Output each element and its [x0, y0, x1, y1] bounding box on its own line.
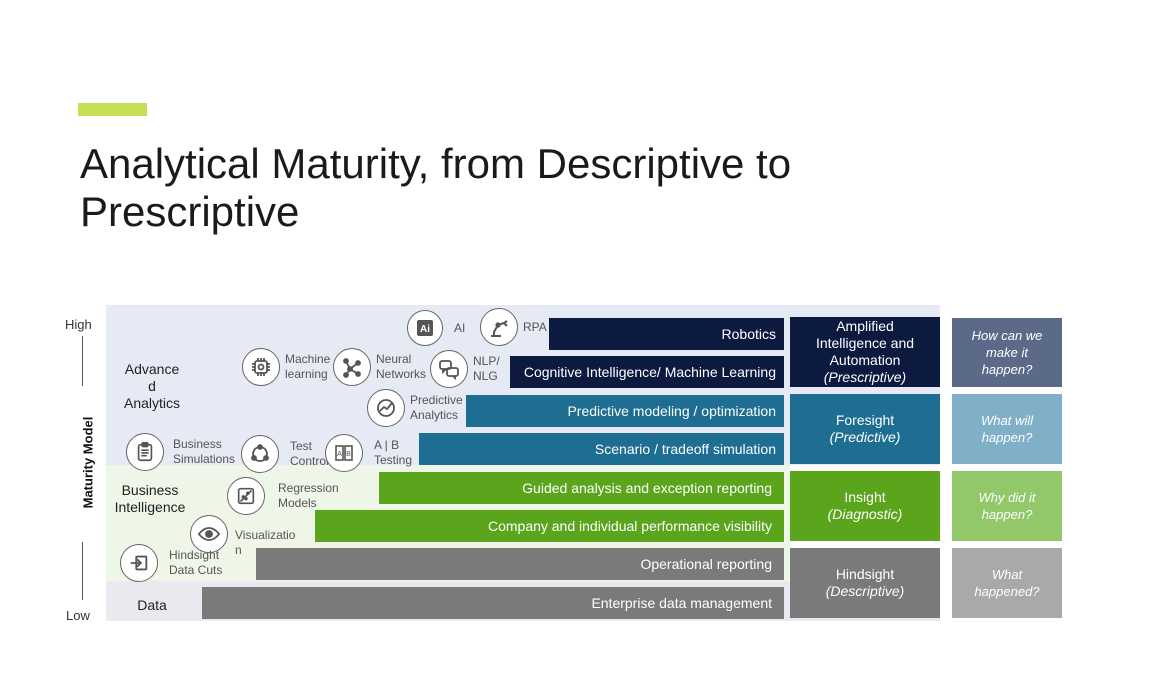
stage-hindsight-sub: (Descriptive): [825, 583, 905, 599]
tool-business-simulations-label: Business Simulations: [173, 437, 236, 466]
import-arrow-icon: [120, 544, 158, 582]
stage-insight: Insight (Diagnostic): [790, 471, 940, 541]
tool-visualization-label: Visualizatio n: [235, 528, 296, 557]
tool-hindsight-data-cuts-label: Hindsight Data Cuts: [169, 548, 223, 577]
stage-amplified-sub: (Prescriptive): [823, 369, 907, 385]
bar-robotics: Robotics: [549, 318, 784, 350]
speech-bubbles-icon: [430, 350, 468, 388]
tool-test-control: Test Control: [241, 435, 330, 473]
question-why: Why did it happen?: [952, 471, 1062, 541]
tool-machine-learning-label: Machine learning: [285, 352, 331, 381]
bar-enterprise-data: Enterprise data management: [202, 587, 784, 619]
bar-operational-reporting: Operational reporting: [256, 548, 784, 580]
tool-nlp: NLP/ NLG: [430, 350, 503, 388]
svg-text:B: B: [346, 451, 351, 458]
tool-machine-learning: Machine learning: [242, 348, 333, 386]
page-title: Analytical Maturity, from Descriptive to…: [80, 140, 792, 235]
tool-ai: Ai AI: [407, 310, 465, 346]
clipboard-icon: [126, 433, 164, 471]
question-how: How can we make it happen?: [952, 318, 1062, 387]
stage-foresight-sub: (Predictive): [829, 429, 901, 445]
tool-business-simulations: Business Simulations: [126, 433, 239, 471]
axis-low-label: Low: [66, 608, 90, 623]
stage-foresight-title: Foresight: [835, 412, 895, 428]
eye-icon: [190, 515, 228, 553]
bar-company-performance: Company and individual performance visib…: [315, 510, 784, 542]
question-what-will: What will happen?: [952, 394, 1062, 464]
regression-chart-icon: [227, 477, 265, 515]
tool-neural-networks: Neural Networks: [333, 348, 428, 386]
network-nodes-icon: [333, 348, 371, 386]
tool-neural-networks-label: Neural Networks: [376, 352, 427, 381]
tool-regression: Regression Models: [227, 477, 342, 515]
stage-hindsight-title: Hindsight: [835, 566, 895, 582]
tool-ab-testing-label: A | B Testing: [374, 438, 413, 467]
axis-high-label: High: [65, 317, 92, 332]
stage-hindsight: Hindsight (Descriptive): [790, 548, 940, 618]
category-advanced-analytics: Advance d Analytics: [123, 361, 181, 411]
tool-predictive-analytics-label: Predictive Analytics: [410, 393, 463, 422]
chip-brain-icon: [242, 348, 280, 386]
tool-regression-label: Regression Models: [278, 481, 339, 510]
stage-insight-title: Insight: [844, 489, 886, 505]
axis-title: Maturity Model: [80, 416, 96, 509]
category-data: Data: [137, 597, 167, 613]
category-business-intelligence: Business Intelligence: [114, 482, 186, 515]
cycle-nodes-icon: [241, 435, 279, 473]
tool-visualization: Visualizatio n: [190, 510, 299, 558]
question-what: What happened?: [952, 548, 1062, 618]
robot-arm-icon: [480, 308, 518, 346]
stage-amplified: Amplified Intelligence and Automation (P…: [790, 317, 940, 387]
tool-predictive-analytics: Predictive Analytics: [367, 389, 466, 427]
tool-rpa: RPA: [480, 308, 547, 346]
bar-scenario: Scenario / tradeoff simulation: [419, 433, 784, 465]
ai-icon: Ai: [407, 310, 443, 346]
svg-text:Ai: Ai: [420, 324, 430, 335]
axis-line-bottom: [82, 542, 83, 600]
tool-nlp-label: NLP/ NLG: [473, 354, 500, 383]
tool-ai-label: AI: [454, 320, 466, 335]
svg-text:A: A: [337, 451, 342, 458]
bar-cognitive: Cognitive Intelligence/ Machine Learning: [510, 356, 784, 388]
tool-rpa-label: RPA: [523, 319, 547, 334]
title-accent-bar: [78, 103, 147, 116]
stage-amplified-title: Amplified Intelligence and Automation: [815, 318, 915, 368]
stage-insight-sub: (Diagnostic): [827, 506, 903, 522]
axis-line-top: [82, 336, 83, 386]
bar-predictive-modeling: Predictive modeling / optimization: [466, 395, 784, 427]
tool-test-control-label: Test Control: [290, 439, 329, 468]
bar-guided-analysis: Guided analysis and exception reporting: [379, 472, 784, 504]
tool-hindsight-data-cuts: Hindsight Data Cuts: [120, 544, 229, 582]
stage-foresight: Foresight (Predictive): [790, 394, 940, 464]
chart-gear-icon: [367, 389, 405, 427]
